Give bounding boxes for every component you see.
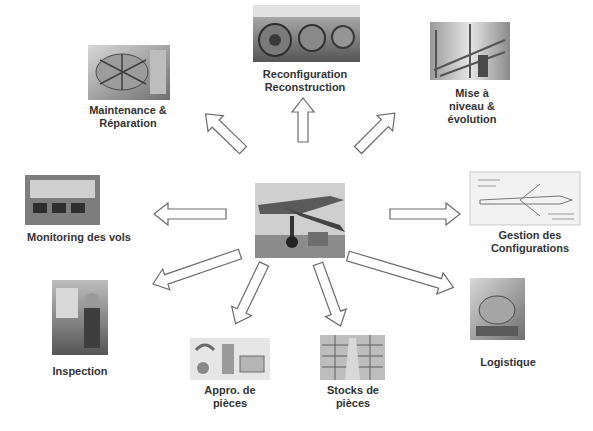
worker: [478, 55, 488, 77]
caption-text: Monitoring des vols: [6, 231, 152, 244]
pipe-part: [196, 345, 214, 350]
ring-part: [197, 362, 209, 374]
caption-text: Gestion des Configurations: [482, 229, 578, 255]
photo-frame: [25, 175, 100, 225]
caption-node: Logistique: [468, 355, 548, 370]
photo-frame: [470, 172, 580, 225]
block-arrow: [198, 106, 251, 158]
cockpit-photo: [25, 175, 100, 225]
maintenance-photo: [88, 45, 170, 100]
caption-node: Gestion des Configurations: [480, 228, 580, 256]
photo-frame: [88, 45, 170, 100]
photo-frame: [470, 278, 525, 340]
block-arrow: [154, 203, 226, 225]
parts-photo: [190, 338, 270, 380]
block-arrow: [345, 245, 457, 298]
block-arrow: [390, 203, 460, 225]
caption-node: Appro. de pièces: [192, 383, 268, 411]
caption-node: Reconfiguration Reconstruction: [250, 67, 360, 95]
block-arrow: [149, 244, 243, 295]
caption-text: Reconfiguration Reconstruction: [252, 68, 358, 94]
caption-node: Stocks de pièces: [315, 383, 391, 411]
ground-cart: [308, 232, 328, 246]
block-arrow: [149, 244, 243, 295]
aircraft-drawing: [480, 184, 572, 216]
fuselage-frame: [434, 24, 505, 78]
block-arrow: [350, 105, 402, 157]
block-arrow: [226, 259, 274, 328]
caption-node: Monitoring des vols: [4, 230, 154, 245]
crate: [476, 326, 518, 336]
screen: [56, 288, 78, 318]
shelving: [322, 335, 383, 380]
photo-frame: [430, 22, 510, 80]
aircraft-photo: [255, 183, 345, 258]
engine: [96, 54, 148, 90]
block-part: [240, 356, 264, 372]
caption-text: Stocks de pièces: [317, 384, 389, 410]
engine: [332, 26, 354, 48]
block-arrow: [390, 203, 460, 225]
display: [71, 203, 85, 213]
photo-frame: [253, 5, 360, 62]
photo-frame: [255, 183, 345, 258]
block-arrows: [149, 98, 460, 330]
block-arrow: [350, 105, 402, 157]
inspector-head: [85, 293, 99, 307]
block-arrow: [154, 203, 226, 225]
inspector-body: [84, 308, 100, 348]
windshield: [30, 180, 95, 198]
photo-frame: [52, 280, 108, 355]
display: [33, 203, 47, 213]
caption-node: Inspection: [40, 364, 120, 379]
engine: [299, 25, 325, 51]
hangar-roof: [253, 5, 360, 17]
caption-text: Logistique: [470, 356, 546, 369]
part: [479, 296, 515, 324]
drawing-photo: [470, 172, 580, 225]
display: [52, 203, 66, 213]
upgrade-photo: [430, 22, 510, 80]
photo-ground: [255, 235, 345, 258]
drawing-notes: [478, 180, 574, 219]
block-arrow: [308, 260, 351, 330]
engine: [259, 24, 291, 56]
caption-node: Maintenance & Réparation: [73, 103, 183, 131]
caption-text: Appro. de pièces: [194, 384, 266, 410]
reconfiguration-photo: [253, 5, 360, 62]
block-arrow: [226, 259, 274, 328]
engine-detail: [100, 54, 146, 90]
landing-gear: [290, 216, 294, 238]
photo-frame: [320, 335, 385, 380]
block-arrow: [345, 245, 457, 298]
block-arrow: [292, 98, 314, 142]
engine-hub: [269, 34, 281, 46]
caption-node: Mise à niveau & évolution: [440, 86, 504, 127]
caption-text: Maintenance & Réparation: [75, 104, 181, 130]
block-arrow: [308, 260, 351, 330]
logistics-photo: [470, 278, 525, 340]
cylinder-part: [222, 344, 234, 374]
warehouse-photo: [320, 335, 385, 380]
photo-frame: [190, 338, 270, 380]
wheel: [286, 236, 298, 248]
inspection-photo: [52, 280, 108, 355]
block-arrow: [292, 98, 314, 142]
worker: [150, 50, 166, 94]
caption-text: Mise à niveau & évolution: [442, 87, 502, 126]
aircraft-body: [258, 196, 344, 214]
block-arrow: [198, 106, 251, 158]
aisle: [345, 338, 360, 380]
caption-text: Inspection: [42, 365, 118, 378]
